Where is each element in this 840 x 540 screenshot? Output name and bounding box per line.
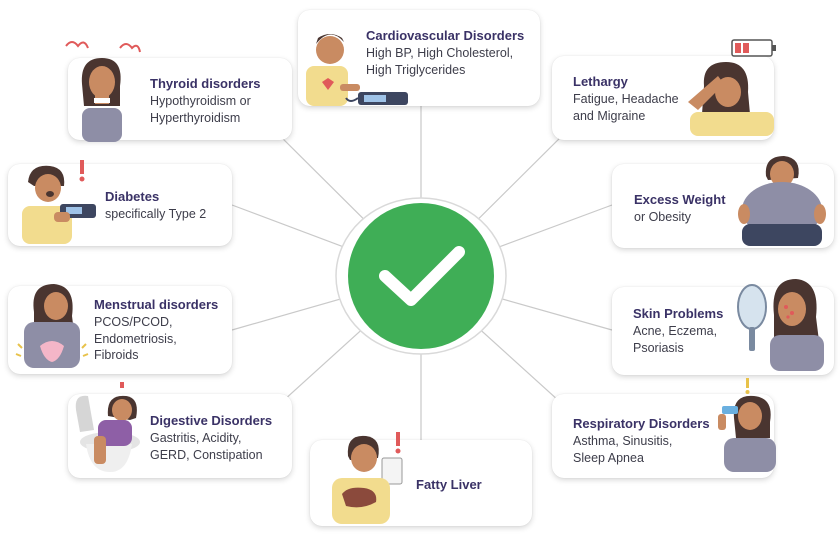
card-title: Diabetes <box>105 189 160 204</box>
card-diabetes: Diabetes specifically Type 2 <box>8 160 232 246</box>
check-circle <box>348 203 494 349</box>
card-thyroid: Thyroid disorders Hypothyroidism or Hype… <box>65 41 292 142</box>
low-battery-icon <box>688 39 776 136</box>
card-lethargy: Lethargy Fatigue, Headache and Migraine <box>552 39 776 140</box>
card-title: Fatty Liver <box>416 477 482 492</box>
card-menstrual: Menstrual disorders PCOS/PCOD, Endometri… <box>8 284 232 374</box>
card-title: Thyroid disorders <box>150 76 261 91</box>
card-skin: Skin Problems Acne, Eczema, Psoriasis <box>612 279 834 375</box>
card-cardiovascular: Cardiovascular Disorders High BP, High C… <box>298 10 540 106</box>
card-title: Excess Weight <box>634 192 726 207</box>
inhaler-icon <box>718 378 776 472</box>
card-description: Gastritis, Acidity, GERD, Constipation <box>150 431 263 462</box>
card-title: Menstrual disorders <box>94 297 219 312</box>
card-digestive: Digestive Disorders Gastritis, Acidity, … <box>68 382 292 478</box>
overweight-person-icon <box>738 156 826 246</box>
card-description: High BP, High Cholesterol, High Triglyce… <box>366 46 514 77</box>
card-fatty-liver: Fatty Liver <box>310 432 532 526</box>
center-check-badge <box>335 197 507 355</box>
card-title: Lethargy <box>573 74 628 89</box>
card-description: specifically Type 2 <box>105 207 207 221</box>
card-title: Digestive Disorders <box>150 413 273 428</box>
liver-icon <box>332 432 403 524</box>
card-excess-weight: Excess Weight or Obesity <box>612 156 834 248</box>
thyroid-patient-icon <box>65 41 141 142</box>
card-description: PCOS/PCOD, Endometriosis, Fibroids <box>94 315 177 362</box>
card-description: or Obesity <box>634 210 691 224</box>
toilet-icon <box>75 382 140 472</box>
hand-mirror-icon <box>737 279 824 371</box>
card-description: Fatigue, Headache and Migraine <box>573 92 679 123</box>
check-mark-icon <box>379 246 465 306</box>
blood-pressure-monitor-icon <box>306 34 408 106</box>
card-description: Asthma, Sinusitis, Sleep Apnea <box>573 434 673 465</box>
card-description: Hypothyroidism or Hyperthyroidism <box>150 94 251 125</box>
card-title: Skin Problems <box>633 306 724 321</box>
glucometer-icon <box>22 160 96 244</box>
card-description: Acne, Eczema, Psoriasis <box>633 324 718 355</box>
card-respiratory: Respiratory Disorders Asthma, Sinusitis,… <box>552 378 776 478</box>
card-title: Cardiovascular Disorders <box>366 28 525 43</box>
uterus-pain-icon <box>15 284 89 368</box>
card-title: Respiratory Disorders <box>573 416 710 431</box>
